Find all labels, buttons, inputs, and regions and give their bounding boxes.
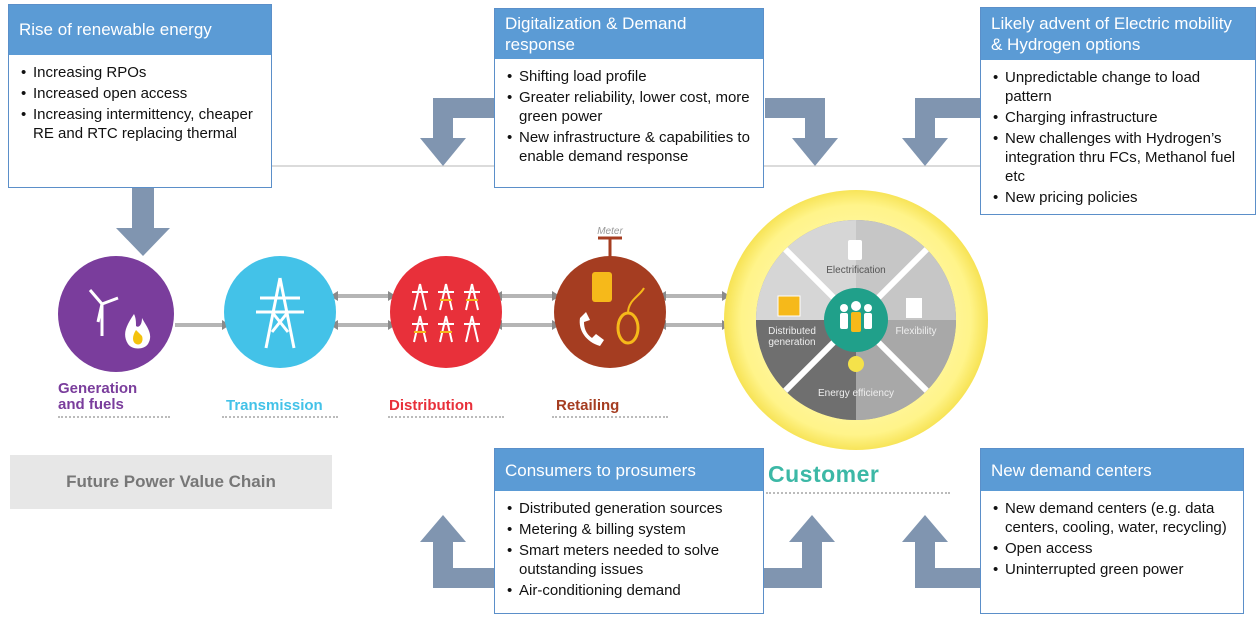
retailing-label: Retailing	[556, 397, 620, 414]
list-item: Distributed generation sources	[507, 499, 753, 518]
distribution-label-underline	[388, 416, 504, 424]
list-item: New infrastructure & capabilities to ena…	[507, 128, 753, 166]
transmission-tower-icon	[256, 277, 304, 349]
chain-connectors	[175, 294, 722, 327]
bulb-icon	[848, 356, 864, 372]
segment-energy-efficiency: Energy efficiency	[818, 388, 894, 399]
arrow-digital-left	[420, 98, 495, 166]
box-demand-title: New demand centers	[981, 449, 1243, 491]
distribution-towers-icon	[412, 283, 480, 343]
box-prosumers-title: Consumers to prosumers	[495, 449, 763, 491]
transmission-label-underline	[222, 416, 338, 424]
generation-node	[58, 256, 174, 372]
page-title: Future Power Value Chain	[10, 455, 332, 509]
list-item: Open access	[993, 539, 1233, 558]
list-item: Shifting load profile	[507, 67, 753, 86]
box-prosumers-list: Distributed generation sources Metering …	[495, 491, 763, 608]
retailing-node	[554, 256, 666, 368]
arrow-digital-right	[765, 98, 838, 166]
meter-icon: Meter	[597, 226, 623, 258]
box-mobility-title: Likely advent of Electric mobility & Hyd…	[981, 8, 1255, 60]
list-item: Increasing intermittency, cheaper RE and…	[21, 105, 261, 143]
meter-device-icon	[906, 298, 922, 318]
list-item: Metering & billing system	[507, 520, 753, 539]
segment-distributed-generation: Distributed generation	[768, 326, 816, 348]
list-item: New pricing policies	[993, 188, 1245, 207]
box-digital: Digitalization & Demand response Shiftin…	[494, 8, 764, 188]
list-item: Charging infrastructure	[993, 108, 1245, 127]
phone-mouse-icon	[579, 272, 645, 346]
customer-label: Customer	[768, 461, 880, 487]
generation-label: Generation and fuels	[58, 380, 138, 413]
box-mobility: Likely advent of Electric mobility & Hyd…	[980, 7, 1256, 215]
list-item: Air-conditioning demand	[507, 581, 753, 600]
box-renewable: Rise of renewable energy Increasing RPOs…	[8, 4, 272, 188]
list-item: Smart meters needed to solve outstanding…	[507, 541, 753, 579]
list-item: Unpredictable change to load pattern	[993, 68, 1245, 106]
box-renewable-title: Rise of renewable energy	[9, 5, 271, 55]
list-item: Uninterrupted green power	[993, 560, 1233, 579]
arrow-mobility	[902, 98, 981, 166]
box-demand: New demand centers New demand centers (e…	[980, 448, 1244, 614]
meter-label: Meter	[597, 226, 623, 237]
list-item: Increasing RPOs	[21, 63, 261, 82]
list-item: Greater reliability, lower cost, more gr…	[507, 88, 753, 126]
distribution-node	[390, 256, 502, 368]
transmission-node	[224, 256, 336, 368]
solar-panel-icon	[777, 295, 801, 317]
box-mobility-list: Unpredictable change to load pattern Cha…	[981, 60, 1255, 215]
transmission-label: Transmission	[226, 397, 323, 414]
list-item: New demand centers (e.g. data centers, c…	[993, 499, 1233, 537]
arrow-prosumers-right	[762, 515, 835, 588]
list-item: New challenges with Hydrogen’s integrati…	[993, 129, 1245, 186]
box-demand-list: New demand centers (e.g. data centers, c…	[981, 491, 1243, 587]
box-digital-title: Digitalization & Demand response	[495, 9, 763, 59]
box-renewable-list: Increasing RPOs Increased open access In…	[9, 55, 271, 151]
plug-icon	[848, 240, 862, 260]
box-prosumers: Consumers to prosumers Distributed gener…	[494, 448, 764, 614]
arrow-prosumers-left	[420, 515, 495, 588]
segment-electrification: Electrification	[826, 265, 886, 276]
wind-turbine-flame-icon	[88, 289, 151, 349]
retailing-label-underline	[552, 416, 668, 424]
segment-flexibility: Flexibility	[895, 326, 937, 337]
list-item: Increased open access	[21, 84, 261, 103]
arrow-renewable-down	[116, 188, 170, 256]
generation-label-underline	[58, 416, 170, 424]
box-digital-list: Shifting load profile Greater reliabilit…	[495, 59, 763, 174]
distribution-label: Distribution	[389, 397, 474, 414]
arrow-demand	[902, 515, 981, 588]
customer-label-underline	[766, 492, 950, 500]
